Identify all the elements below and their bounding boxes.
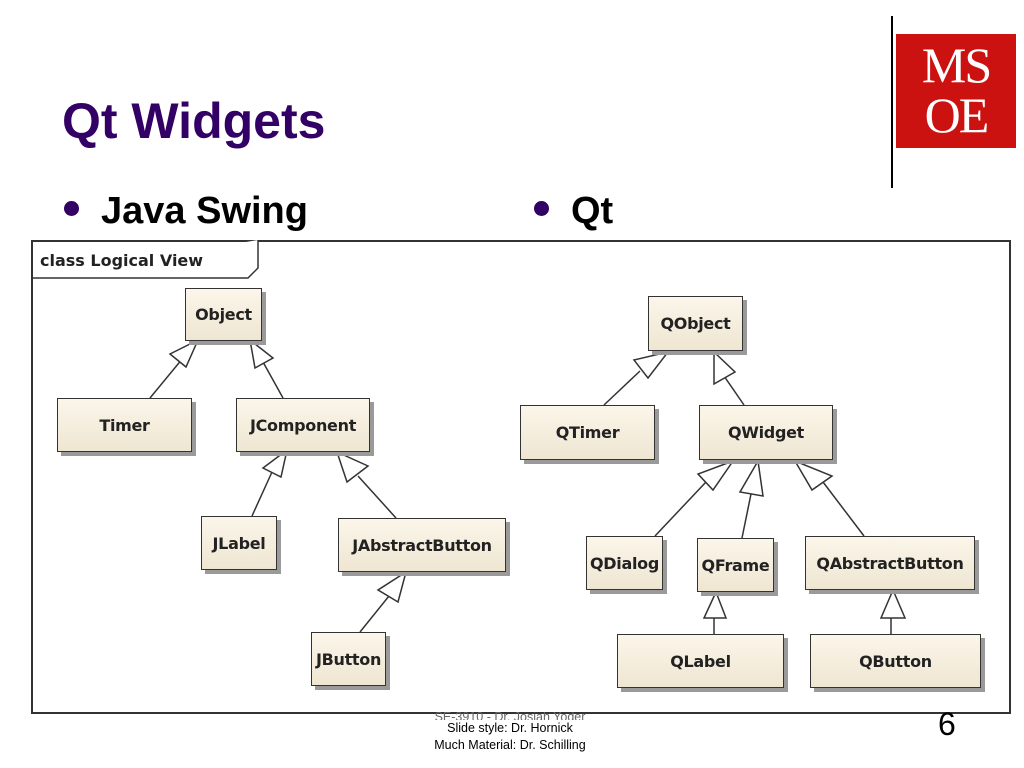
class-qobject: QObject [648,296,743,351]
footer-line-0: SE-3910 - Dr. Josiah Yoder [434,712,586,720]
edge-jcomponent-object [262,361,284,399]
bullet-dot-icon [64,201,79,217]
arrowhead-icon [376,570,408,604]
class-qtimer: QTimer [520,405,655,460]
edge-qtimer-qobject [603,370,641,406]
bullet-qt: Qt [534,190,613,233]
slide-title: Qt Widgets [62,93,326,149]
logo-line1: MS [921,37,992,93]
footer-line-2: Much Material: Dr. Schilling [434,738,586,752]
edge-qframe-qwidget [741,493,752,539]
class-qlabel: QLabel [617,634,784,688]
arrowhead-icon [261,448,289,479]
class-object: Object [185,288,262,341]
arrowhead-icon [696,459,735,492]
edge-timer-object [149,357,184,399]
page-number: 6 [938,706,956,742]
bullet-label: Qt [571,190,614,232]
class-qbutton: QButton [810,634,981,688]
arrowhead-icon [335,450,370,484]
arrowhead-icon [738,458,764,497]
edge-jlabel-jcomponent [251,471,273,517]
edge-qdialog-qwidget [654,481,707,537]
arrowhead-icon [248,338,275,370]
bullet-java-swing: Java Swing [64,190,308,233]
arrowhead-icon [713,350,737,386]
arrowhead-icon [879,588,907,619]
bullet-dot-icon [534,201,549,217]
slide-footer: SE-3910 - Dr. Josiah Yoder Slide style: … [390,712,630,754]
edge-jbutton-jabstractbutton [359,595,390,633]
class-jlabel: JLabel [201,516,277,570]
class-qframe: QFrame [697,538,774,592]
arrowhead-icon [168,338,200,369]
arrowhead-icon [793,459,834,492]
edge-qwidget-qobject [723,375,745,406]
edge-qabstractbutton-qwidget [822,481,865,537]
class-timer: Timer [57,398,192,452]
edge-jabstractbutton-jcomponent [357,475,397,519]
arrowhead-icon [702,590,728,619]
class-qabstractbutton: QAbstractButton [805,536,975,590]
msoe-logo: MS OE [896,34,1016,148]
frame-tab [31,240,259,279]
class-jabstractbutton: JAbstractButton [338,518,506,572]
header-divider [891,16,893,188]
class-jcomponent: JComponent [236,398,370,452]
footer-line-1: Slide style: Dr. Hornick [447,721,573,735]
arrowhead-icon [632,350,670,380]
frame-label: class Logical View [40,251,203,270]
class-qwidget: QWidget [699,405,833,460]
bullet-label: Java Swing [101,190,308,232]
class-jbutton: JButton [311,632,386,686]
class-qdialog: QDialog [586,536,663,590]
logo-line2: OE [924,87,990,143]
